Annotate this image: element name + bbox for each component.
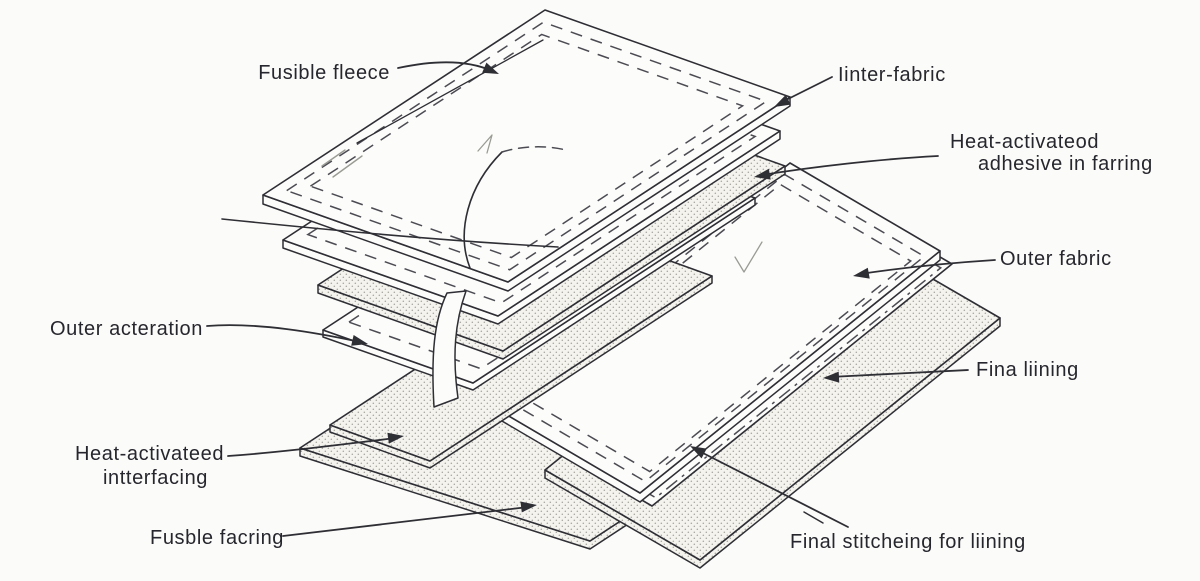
stray-line-upper: [356, 39, 544, 144]
arrowhead-outer-acteration-icon: [351, 335, 368, 346]
label-outer-fabric: Outer fabric: [853, 248, 1112, 279]
arrowhead-final-stitcheing-icon: [690, 446, 707, 459]
pencil-mark-fleece-2: [321, 149, 346, 167]
pencil-mark-outerfabric-check: [734, 241, 763, 273]
leader-line-outer-acteration: [206, 324, 361, 343]
arrowhead-heat-activateod-adhesive-icon: [754, 168, 771, 180]
fusible-fleece-sheet-stitch-line-1: [308, 33, 745, 259]
label-fina-liining: Fina liining: [823, 359, 1079, 383]
label-text-final-stitcheing-0: Final stitcheing for liining: [790, 531, 1026, 553]
pencil-mark-fleece-tick: [477, 134, 493, 154]
leader-line-final-stitcheing: [696, 449, 849, 528]
label-text-fusble-facring-0: Fusble facring: [150, 527, 284, 549]
label-text-heat-activateed-intterfacing-0: Heat-activateed: [75, 443, 224, 465]
outer-fabric-sheet-stitch-line-1: [517, 183, 913, 473]
label-text-heat-activateod-adhesive-0: Heat-activateod: [950, 131, 1099, 153]
label-text-fina-liining-0: Fina liining: [976, 359, 1079, 381]
pencil-mark-fleece-1: [332, 155, 363, 178]
label-iinter-fabric: Iinter-fabric: [774, 64, 946, 107]
outer-fabric-sheet-stitch-line-0: [504, 173, 926, 483]
iinter-fabric-sheet-stitch-line-0: [306, 67, 757, 304]
leader-line-fusble-facring: [282, 506, 529, 537]
leader-line-heat-activateod-adhesive: [761, 155, 939, 176]
fleece-zigzag-cut-dashed: [501, 146, 567, 153]
label-fusble-facring: Fusble facring: [150, 501, 537, 549]
arrowhead-outer-fabric-icon: [853, 267, 870, 279]
label-text-fusible-fleece-0: Fusible fleece: [258, 62, 390, 84]
fusible-fleece-sheet-stitch-line-0: [285, 21, 768, 271]
label-text-iinter-fabric-0: Iinter-fabric: [838, 64, 946, 86]
label-text-outer-acteration-0: Outer acteration: [50, 318, 203, 340]
label-fusible-fleece: Fusible fleece: [258, 61, 499, 84]
arrowhead-fusible-fleece-icon: [482, 62, 499, 74]
label-text-heat-activateed-intterfacing-1: intterfacing: [103, 467, 208, 489]
label-text-outer-fabric-0: Outer fabric: [1000, 248, 1112, 270]
stray-line-left: [221, 218, 559, 248]
leader-line-iinter-fabric: [779, 76, 833, 104]
label-text-heat-activateod-adhesive-1: adhesive in farring: [978, 153, 1153, 175]
label-final-stitcheing: Final stitcheing for liining: [690, 446, 1026, 553]
label-outer-acteration: Outer acteration: [50, 318, 368, 346]
folded-corner-flap: [432, 290, 467, 408]
stray-stub-bottom: [803, 511, 824, 524]
leader-line-fina-liining: [829, 369, 969, 378]
leader-line-outer-fabric: [859, 259, 996, 275]
arrowhead-fina-liining-icon: [823, 371, 840, 383]
fleece-zigzag-cut-solid: [463, 151, 503, 269]
arrowhead-heat-activateed-intterfacing-icon: [387, 432, 404, 444]
arrowhead-fusble-facring-icon: [520, 501, 537, 513]
arrowhead-iinter-fabric-icon: [774, 94, 791, 107]
leader-line-heat-activateed-intterfacing: [227, 437, 397, 457]
